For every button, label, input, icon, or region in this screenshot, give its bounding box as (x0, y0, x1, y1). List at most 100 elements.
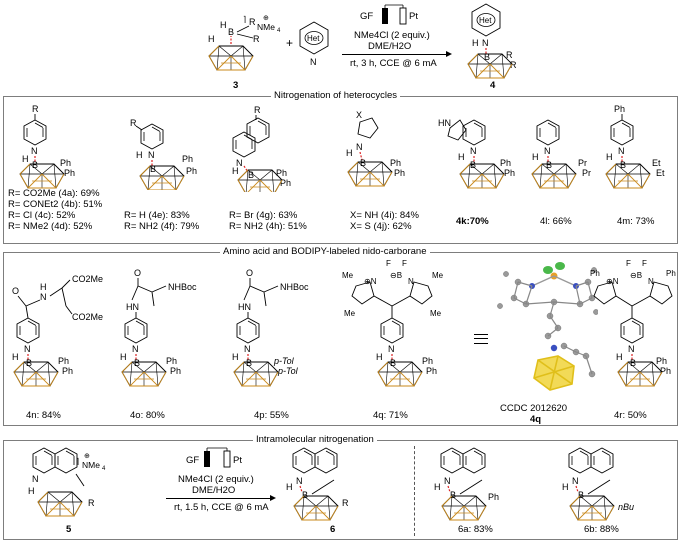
scheme-condition-1: NMe4Cl (2 equiv.) (354, 30, 430, 41)
structure-4n: O N H CO2Me CO2Me N H B Ph Ph (12, 274, 103, 387)
svg-text:Me: Me (342, 271, 354, 280)
svg-text:R: R (253, 34, 260, 44)
svg-text:Et: Et (652, 158, 661, 168)
svg-text:Pr: Pr (578, 158, 587, 168)
panel3-title: Intramolecular nitrogenation (253, 434, 377, 445)
svg-text:N: N (24, 344, 31, 354)
row-4h: R= NH2 (4h): 51% (229, 221, 307, 232)
svg-text:F: F (402, 259, 407, 268)
svg-text:H: H (532, 152, 539, 162)
svg-text:B: B (390, 358, 396, 368)
svg-text:N: N (310, 57, 317, 67)
label-4p: 4p: 55% (254, 410, 289, 421)
svg-text:N: N (408, 277, 414, 286)
svg-text:R: R (506, 50, 513, 60)
svg-text:Ph: Ph (426, 366, 437, 376)
svg-text:N: N (296, 476, 303, 486)
svg-text:B: B (248, 170, 254, 180)
svg-text:Ph: Ph (614, 104, 625, 114)
scheme-condition-2: DME/H2O (368, 41, 412, 52)
svg-text:Ph: Ph (186, 166, 197, 176)
svg-text:R: R (510, 60, 517, 70)
row-4c: R= Cl (4c): 52% (8, 210, 76, 221)
electrode-right-label: Pt (409, 11, 418, 22)
equivalence-sign (474, 334, 488, 344)
svg-text:H: H (12, 352, 19, 362)
equivalence-sign-mid (474, 338, 488, 339)
substituent-ph-6a: Ph (488, 492, 499, 502)
panel3-condition-3: rt, 1.5 h, CCE @ 6 mA (174, 502, 269, 513)
svg-text:Ph: Ph (500, 158, 511, 168)
structure-4i-4j: X N H B Ph Ph (346, 110, 405, 187)
svg-text:B: B (32, 160, 38, 170)
panel2-title: Amino acid and BODIPY-labeled nido-carbo… (220, 246, 430, 257)
svg-text:N: N (470, 146, 477, 156)
row-4e: R= H (4e): 83% (124, 210, 190, 221)
svg-text:B: B (630, 358, 636, 368)
row-4l: 4l: 66% (540, 216, 572, 227)
svg-text:O: O (134, 268, 141, 278)
svg-text:Ph: Ph (166, 356, 177, 366)
label-6a: 6a: 83% (458, 524, 493, 535)
svg-text:NMe: NMe (257, 22, 275, 32)
substituent-r-6: R (342, 498, 349, 508)
svg-text:HN: HN (438, 118, 451, 128)
crystal-structure-image (497, 262, 598, 391)
structure-4l: N H B Pr Pr (531, 119, 591, 189)
svg-text:Ph: Ph (422, 356, 433, 366)
svg-text:H: H (376, 352, 383, 362)
svg-text:Ph: Ph (394, 168, 405, 178)
row-4d: R= NMe2 (4d): 52% (8, 221, 93, 232)
label-4q: 4q: 71% (373, 410, 408, 421)
svg-text:4: 4 (277, 28, 281, 34)
svg-text:NMe: NMe (82, 460, 100, 470)
svg-text:⊕: ⊕ (263, 15, 269, 22)
svg-text:Pr: Pr (582, 168, 591, 178)
svg-text:B: B (470, 160, 476, 170)
scheme-condition-3: rt, 3 h, CCE @ 6 mA (350, 58, 437, 69)
structure-4k: HN N H B Ph Ph (438, 118, 515, 189)
svg-text:N: N (572, 476, 579, 486)
reaction-arrow-head (446, 51, 452, 57)
svg-text:N: N (31, 146, 38, 156)
group-co2me-2: CO2Me (72, 312, 103, 322)
product-4-label: 4 (490, 80, 496, 91)
group-nhboc-1: NHBoc (168, 282, 197, 292)
svg-text:Ph: Ph (62, 366, 73, 376)
svg-text:N: N (356, 142, 363, 152)
svg-text:N: N (618, 146, 625, 156)
svg-text:N: N (148, 150, 155, 160)
substituent-r-5: R (88, 498, 95, 508)
svg-text:Ph: Ph (170, 366, 181, 376)
svg-text:R: R (249, 17, 256, 27)
het-pyridine-structure: Het N (299, 21, 329, 67)
product-6-label: 6 (330, 524, 336, 535)
svg-text:H: H (346, 148, 353, 158)
electrode-left-label-2: GF (186, 455, 200, 466)
electrolysis-cell-icon (382, 4, 407, 25)
svg-text:H: H (232, 166, 239, 176)
svg-text:O: O (246, 268, 253, 278)
ccdc-compound: 4q (530, 414, 542, 425)
svg-text:⊖B: ⊖B (630, 271, 642, 280)
svg-text:H: H (472, 38, 479, 48)
svg-text:Het: Het (479, 16, 492, 25)
svg-text:Ph: Ph (656, 356, 667, 366)
structure-4p: O NHBoc HN N H B p-Tol p-Tol (232, 268, 309, 387)
het-text: Het (307, 34, 320, 43)
svg-text:B: B (484, 52, 490, 62)
svg-text:Ph: Ph (276, 168, 287, 178)
svg-text:Et: Et (656, 168, 665, 178)
group-ptol-1: p-Tol (273, 356, 295, 366)
svg-text:N: N (628, 344, 635, 354)
svg-text:Ph: Ph (390, 158, 401, 168)
plus-sign: + (286, 36, 294, 50)
svg-text:H: H (434, 482, 441, 492)
svg-text:B: B (26, 358, 32, 368)
svg-text:N: N (388, 344, 395, 354)
svg-text:B: B (578, 490, 584, 500)
svg-text:R: R (254, 105, 261, 115)
reactant-3-label: 3 (233, 80, 239, 91)
